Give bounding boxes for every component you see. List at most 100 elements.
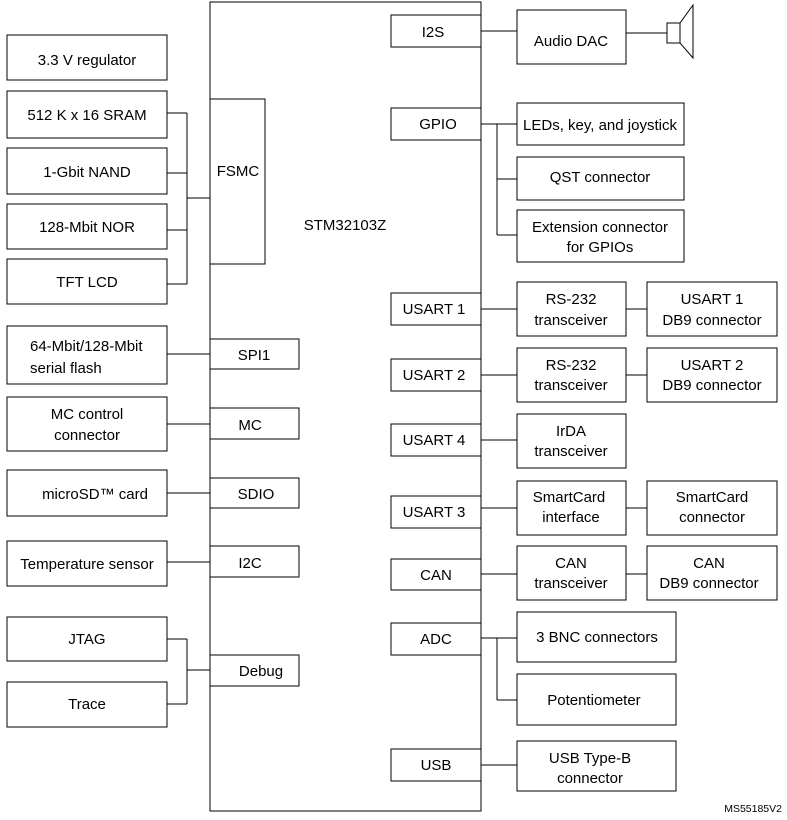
rs232-1-block: RS-232 transceiver	[516, 281, 627, 337]
usart3-port: USART 3	[390, 495, 482, 529]
spi1-port: SPI1	[209, 338, 300, 370]
usb-type-b-block: USB Type-B connector	[516, 740, 677, 792]
mcu-label: STM32103Z	[304, 217, 387, 234]
svg-text:SmartCard: SmartCard	[676, 489, 749, 506]
potentiometer-block: Potentiometer	[516, 673, 677, 726]
mc-connector-block: MC control connector	[6, 396, 168, 452]
gpio-port: GPIO	[390, 107, 482, 141]
svg-text:microSD™ card: microSD™ card	[42, 486, 148, 503]
svg-text:64-Mbit/128-Mbit: 64-Mbit/128-Mbit	[30, 338, 143, 355]
svg-text:transceiver: transceiver	[534, 575, 607, 592]
svg-text:USART 2: USART 2	[403, 367, 466, 384]
rs232-2-block: RS-232 transceiver	[516, 347, 627, 403]
svg-text:SmartCard: SmartCard	[533, 489, 606, 506]
svg-text:Debug: Debug	[239, 663, 283, 680]
svg-text:Extension connector: Extension connector	[532, 219, 668, 236]
sram-block: 512 K x 16 SRAM	[6, 90, 168, 139]
svg-text:TFT LCD: TFT LCD	[56, 274, 118, 291]
nor-block: 128-Mbit NOR	[6, 203, 168, 250]
bnc-connectors-block: 3 BNC connectors	[516, 611, 677, 663]
extension-connector-block: Extension connector for GPIOs	[516, 209, 685, 263]
svg-text:USART 2: USART 2	[681, 357, 744, 374]
tft-lcd-block: TFT LCD	[6, 258, 168, 305]
svg-text:interface: interface	[542, 509, 600, 526]
svg-text:ADC: ADC	[420, 631, 452, 648]
svg-text:Trace: Trace	[68, 696, 106, 713]
svg-text:for GPIOs: for GPIOs	[567, 239, 634, 256]
svg-text:JTAG: JTAG	[68, 631, 105, 648]
svg-text:MC: MC	[238, 417, 261, 434]
svg-text:Temperature sensor: Temperature sensor	[20, 556, 153, 573]
svg-text:3.3 V regulator: 3.3 V regulator	[38, 52, 136, 69]
left-wires	[167, 112, 210, 705]
svg-text:QST connector: QST connector	[550, 169, 651, 186]
svg-text:USART 1: USART 1	[403, 301, 466, 318]
svg-text:CAN: CAN	[420, 567, 452, 584]
svg-text:transceiver: transceiver	[534, 443, 607, 460]
usart2-port: USART 2	[390, 358, 482, 392]
svg-text:DB9 connector: DB9 connector	[662, 312, 761, 329]
svg-text:DB9 connector: DB9 connector	[662, 377, 761, 394]
svg-text:128-Mbit NOR: 128-Mbit NOR	[39, 219, 135, 236]
mc-port: MC	[209, 407, 300, 440]
usart4-port: USART 4	[390, 423, 482, 457]
svg-text:1-Gbit NAND: 1-Gbit NAND	[43, 164, 131, 181]
usb-port: USB	[390, 748, 482, 782]
adc-port: ADC	[390, 622, 482, 656]
leds-key-joystick-block: LEDs, key, and joystick	[516, 102, 685, 146]
trace-block: Trace	[6, 681, 168, 728]
audio-dac-block: Audio DAC	[516, 9, 627, 65]
svg-text:Audio DAC: Audio DAC	[534, 33, 608, 50]
svg-text:USART 1: USART 1	[681, 291, 744, 308]
svg-text:I2S: I2S	[422, 24, 445, 41]
irda-transceiver-block: IrDA transceiver	[516, 413, 627, 469]
svg-text:transceiver: transceiver	[534, 312, 607, 329]
svg-text:FSMC: FSMC	[217, 163, 260, 180]
svg-text:DB9 connector: DB9 connector	[659, 575, 758, 592]
microsd-block: microSD™ card	[6, 469, 168, 517]
serial-flash-block: 64-Mbit/128-Mbit serial flash	[6, 325, 168, 385]
svg-text:GPIO: GPIO	[419, 116, 457, 133]
svg-text:transceiver: transceiver	[534, 377, 607, 394]
svg-text:LEDs, key, and joystick: LEDs, key, and joystick	[523, 117, 677, 134]
svg-text:RS-232: RS-232	[546, 291, 597, 308]
nand-block: 1-Gbit NAND	[6, 147, 168, 195]
svg-text:connector: connector	[557, 770, 623, 787]
smartcard-interface-block: SmartCard interface	[516, 480, 627, 536]
qst-connector-block: QST connector	[516, 156, 685, 201]
usart1-port: USART 1	[390, 292, 482, 326]
svg-text:3 BNC connectors: 3 BNC connectors	[536, 629, 658, 646]
svg-text:RS-232: RS-232	[546, 357, 597, 374]
can-db9-block: CAN DB9 connector	[646, 545, 778, 601]
i2c-port: I2C	[209, 545, 300, 578]
jtag-block: JTAG	[6, 616, 168, 662]
svg-text:USART 3: USART 3	[403, 504, 466, 521]
svg-text:512 K x 16 SRAM: 512 K x 16 SRAM	[27, 107, 146, 124]
figure-reference: MS55185V2	[724, 803, 782, 815]
svg-text:CAN: CAN	[693, 555, 725, 572]
can-port: CAN	[390, 558, 482, 591]
svg-text:SPI1: SPI1	[238, 347, 271, 364]
svg-text:Potentiometer: Potentiometer	[547, 692, 640, 709]
right-wires	[481, 30, 667, 766]
svg-text:USB: USB	[421, 757, 452, 774]
svg-text:serial flash: serial flash	[30, 360, 102, 377]
svg-text:USART 4: USART 4	[403, 432, 466, 449]
sdio-port: SDIO	[209, 477, 300, 509]
can-transceiver-block: CAN transceiver	[516, 545, 627, 601]
smartcard-connector-block: SmartCard connector	[646, 480, 778, 536]
regulator-block: 3.3 V regulator	[6, 34, 168, 81]
speaker-icon	[666, 3, 694, 60]
fsmc-port: FSMC	[209, 98, 266, 265]
svg-text:connector: connector	[54, 427, 120, 444]
svg-text:connector: connector	[679, 509, 745, 526]
svg-text:I2C: I2C	[238, 555, 262, 572]
i2s-port: I2S	[390, 14, 482, 48]
svg-text:IrDA: IrDA	[556, 423, 586, 440]
svg-text:SDIO: SDIO	[238, 486, 275, 503]
usart2-db9-block: USART 2 DB9 connector	[646, 347, 778, 403]
svg-text:MC control: MC control	[51, 406, 124, 423]
svg-text:USB Type-B: USB Type-B	[549, 750, 631, 767]
debug-port: Debug	[209, 654, 300, 687]
